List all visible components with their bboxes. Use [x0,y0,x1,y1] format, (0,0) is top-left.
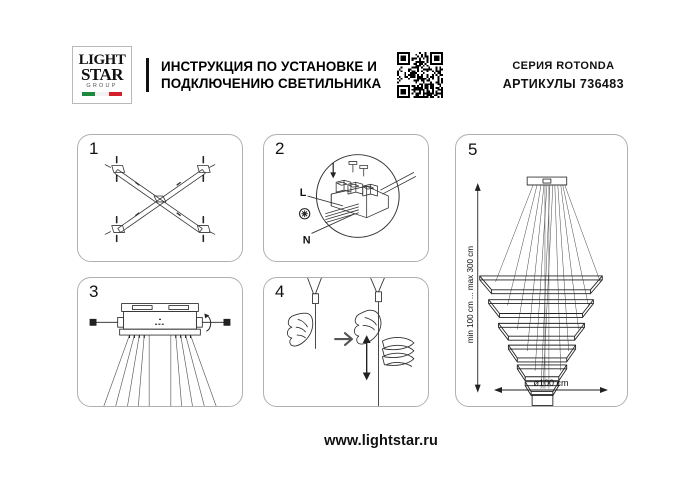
website-url[interactable]: www.lightstar.ru [324,433,438,449]
logo-line-light: LIGHT [78,51,126,68]
header: LIGHT STAR GROUP ИНСТРУКЦИЯ ПО УСТАНОВКЕ… [72,44,628,106]
svg-text:N: N [303,234,311,246]
step-number-4: 4 [275,282,285,301]
footer: www.lightstar.ru [0,432,700,450]
document-title: ИНСТРУКЦИЯ ПО УСТАНОВКЕ И ПОДКЛЮЧЕНИЮ СВ… [146,58,381,92]
step-number-5: 5 [468,140,478,159]
step-panel-2: 2 [263,134,429,262]
earth-symbol-icon [298,208,311,220]
mounting-cross-bracket-illustration [78,135,242,261]
logo-line-group: GROUP [86,82,118,89]
step-panel-3: 3 [77,277,243,407]
title-line-1: ИНСТРУКЦИЯ ПО УСТАНОВКЕ И [161,59,377,74]
cable-adjustment-illustration [264,278,428,406]
diameter-dimension: ø100 cm [494,378,608,393]
svg-text:L: L [300,187,307,199]
step-number-3: 3 [89,282,99,301]
fixture-dimensions-illustration: min 100 cm ... max 300 cm [456,135,627,406]
terminal-block-illustration: L N [264,135,428,261]
step-panel-4: 4 [263,277,429,407]
step-number-1: 1 [89,139,99,158]
article-label: АРТИКУЛЫ 736483 [502,76,624,91]
title-line-2: ПОДКЛЮЧЕНИЮ СВЕТИЛЬНИКА [161,76,382,91]
italian-flag-icon [82,91,122,96]
logo-line-star: STAR [80,64,124,84]
direction-arrow-icon [334,332,353,347]
step-panel-1: 1 [77,134,243,262]
canopy-assembly-illustration [78,278,242,406]
brand-logo: LIGHT STAR GROUP [72,46,132,104]
qr-code-icon [397,52,444,98]
svg-text:min 100 cm ... max 300 cm: min 100 cm ... max 300 cm [466,246,475,343]
step-number-2: 2 [275,139,285,158]
svg-text:ø100 cm: ø100 cm [533,378,568,388]
step-panel-5: 5 [455,134,628,407]
product-info: СЕРИЯ ROTONDA АРТИКУЛЫ 736483 [503,58,628,93]
series-label: СЕРИЯ ROTONDA [512,59,615,72]
